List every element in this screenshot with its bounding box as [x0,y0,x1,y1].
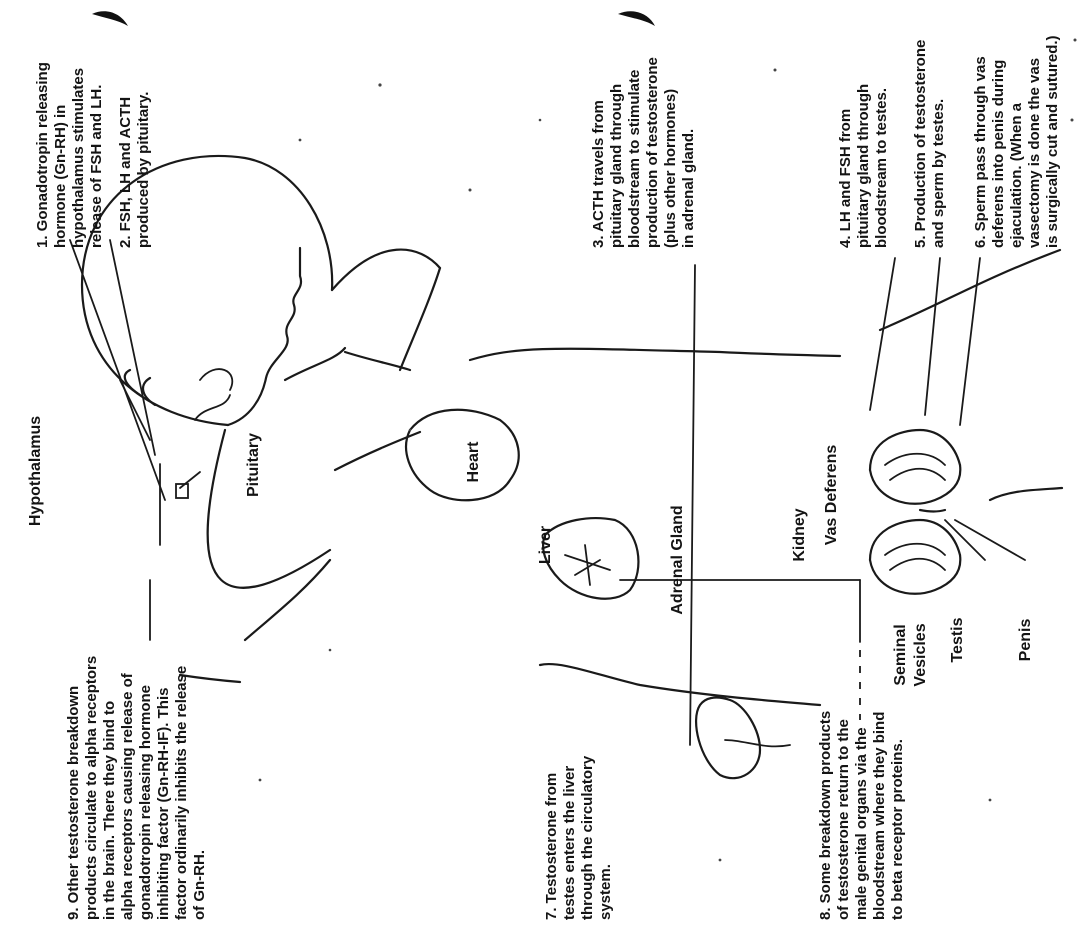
step-1-line-2: hormone (Gn-RH) in [52,105,69,248]
step-6-line-2: deferens into penis during [990,60,1007,248]
heart-organ [406,410,519,500]
step-9-line-8: of Gn-RH. [191,850,208,920]
label-vas-deferens: Vas Deferens [823,445,840,546]
label-liver: Liver [537,526,554,564]
label-vesicles: Vesicles [912,623,929,686]
step-1-text: 1. Gonadotropin releasing hormone (Gn-RH… [34,58,105,248]
step-6-text: 6. Sperm pass through vas deferens into … [972,35,1061,248]
step-9-line-6: inhibiting factor (Gn-RH-IF). This [155,688,172,920]
step-1-line-4: release of FSH and LH. [88,85,105,248]
label-kidney: Kidney [791,508,808,561]
label-penis: Penis [1017,619,1034,662]
step-9-line-2: products circulate to alpha receptors [83,656,100,920]
step-6-line-4: vasectomy is done the vas [1026,58,1043,248]
step-5-line-1: 5. Production of testosterone [912,40,929,248]
step-8-line-2: of testosterone return to the [835,719,852,920]
step-3-line-1: 3. ACTH travels from [590,100,607,248]
step-3-line-2: pituitary gland through [608,84,625,248]
step-7-line-3: through the circulatory [579,755,596,920]
testes-organ [870,430,960,594]
step-9-line-4: alpha receptors causing release of [119,672,136,920]
step-8-line-3: male genital organs via the [853,727,870,920]
step-4-text: 4. LH and FSH from pituitary gland throu… [837,80,890,248]
step-5-text: 5. Production of testosterone and sperm … [912,35,947,248]
step-1-line-3: hypothalamus stimulates [70,68,87,248]
step-7-line-1: 7. Testosterone from [543,773,560,920]
step-8-line-4: bloodstream where they bind [871,712,888,920]
step-5-line-2: and sperm by testes. [930,99,947,248]
step-8-line-1: 8. Some breakdown products [817,711,834,920]
step-7-text: 7. Testosterone from testes enters the l… [543,752,614,920]
step-8-text: 8. Some breakdown products of testostero… [817,707,906,920]
step-9-text: 9. Other testosterone breakdown products… [65,652,208,920]
step-6-line-1: 6. Sperm pass through vas [972,56,989,248]
step-9-line-7: factor ordinarily inhibits the release [173,666,190,920]
step-3-text: 3. ACTH travels from pituitary gland thr… [590,53,697,248]
step-9-line-3: in the brain. There they bind to [101,701,118,920]
step-8-line-5: to beta receptor proteins. [889,739,906,920]
step-6-line-3: ejaculation. (When a [1008,102,1025,248]
step-6-line-5: is surgically cut and sutured.) [1044,35,1061,248]
step-9-line-1: 9. Other testosterone breakdown [65,686,82,920]
step-7-line-4: system. [597,864,614,920]
label-testis: Testis [949,617,966,662]
label-hypothalamus: Hypothalamus [27,416,44,526]
step-2-line-2: produced by pituitary. [135,92,152,248]
step-1-line-1: 1. Gonadotropin releasing [34,62,51,248]
step-4-line-2: pituitary gland through [855,84,872,248]
step-3-line-4: production of testosterone [644,57,661,248]
step-paragraphs: 1. Gonadotropin releasing hormone (Gn-RH… [34,35,1061,920]
step-4-line-1: 4. LH and FSH from [837,109,854,248]
step-9-line-5: gonadotropin releasing hormone [137,685,154,920]
step-7-line-2: testes enters the liver [561,766,578,920]
label-heart: Heart [465,441,482,483]
step-3-line-3: bloodstream to stimulate [626,70,643,248]
label-adrenal-gland: Adrenal Gland [669,505,686,614]
step-2-text: 2. FSH, LH and ACTH produced by pituitar… [117,92,152,248]
step-3-line-6: in adrenal gland. [680,129,697,248]
step-2-line-1: 2. FSH, LH and ACTH [117,97,134,248]
kidney-organ [696,698,760,779]
label-pituitary: Pituitary [245,433,262,497]
liver-organ [543,518,638,599]
organ-labels: Hypothalamus Pituitary Heart Liver Adren… [27,416,1034,687]
label-seminal: Seminal [892,624,909,685]
step-3-line-5: (plus other hormones) [662,89,679,248]
step-4-line-3: bloodstream to testes. [873,88,890,248]
